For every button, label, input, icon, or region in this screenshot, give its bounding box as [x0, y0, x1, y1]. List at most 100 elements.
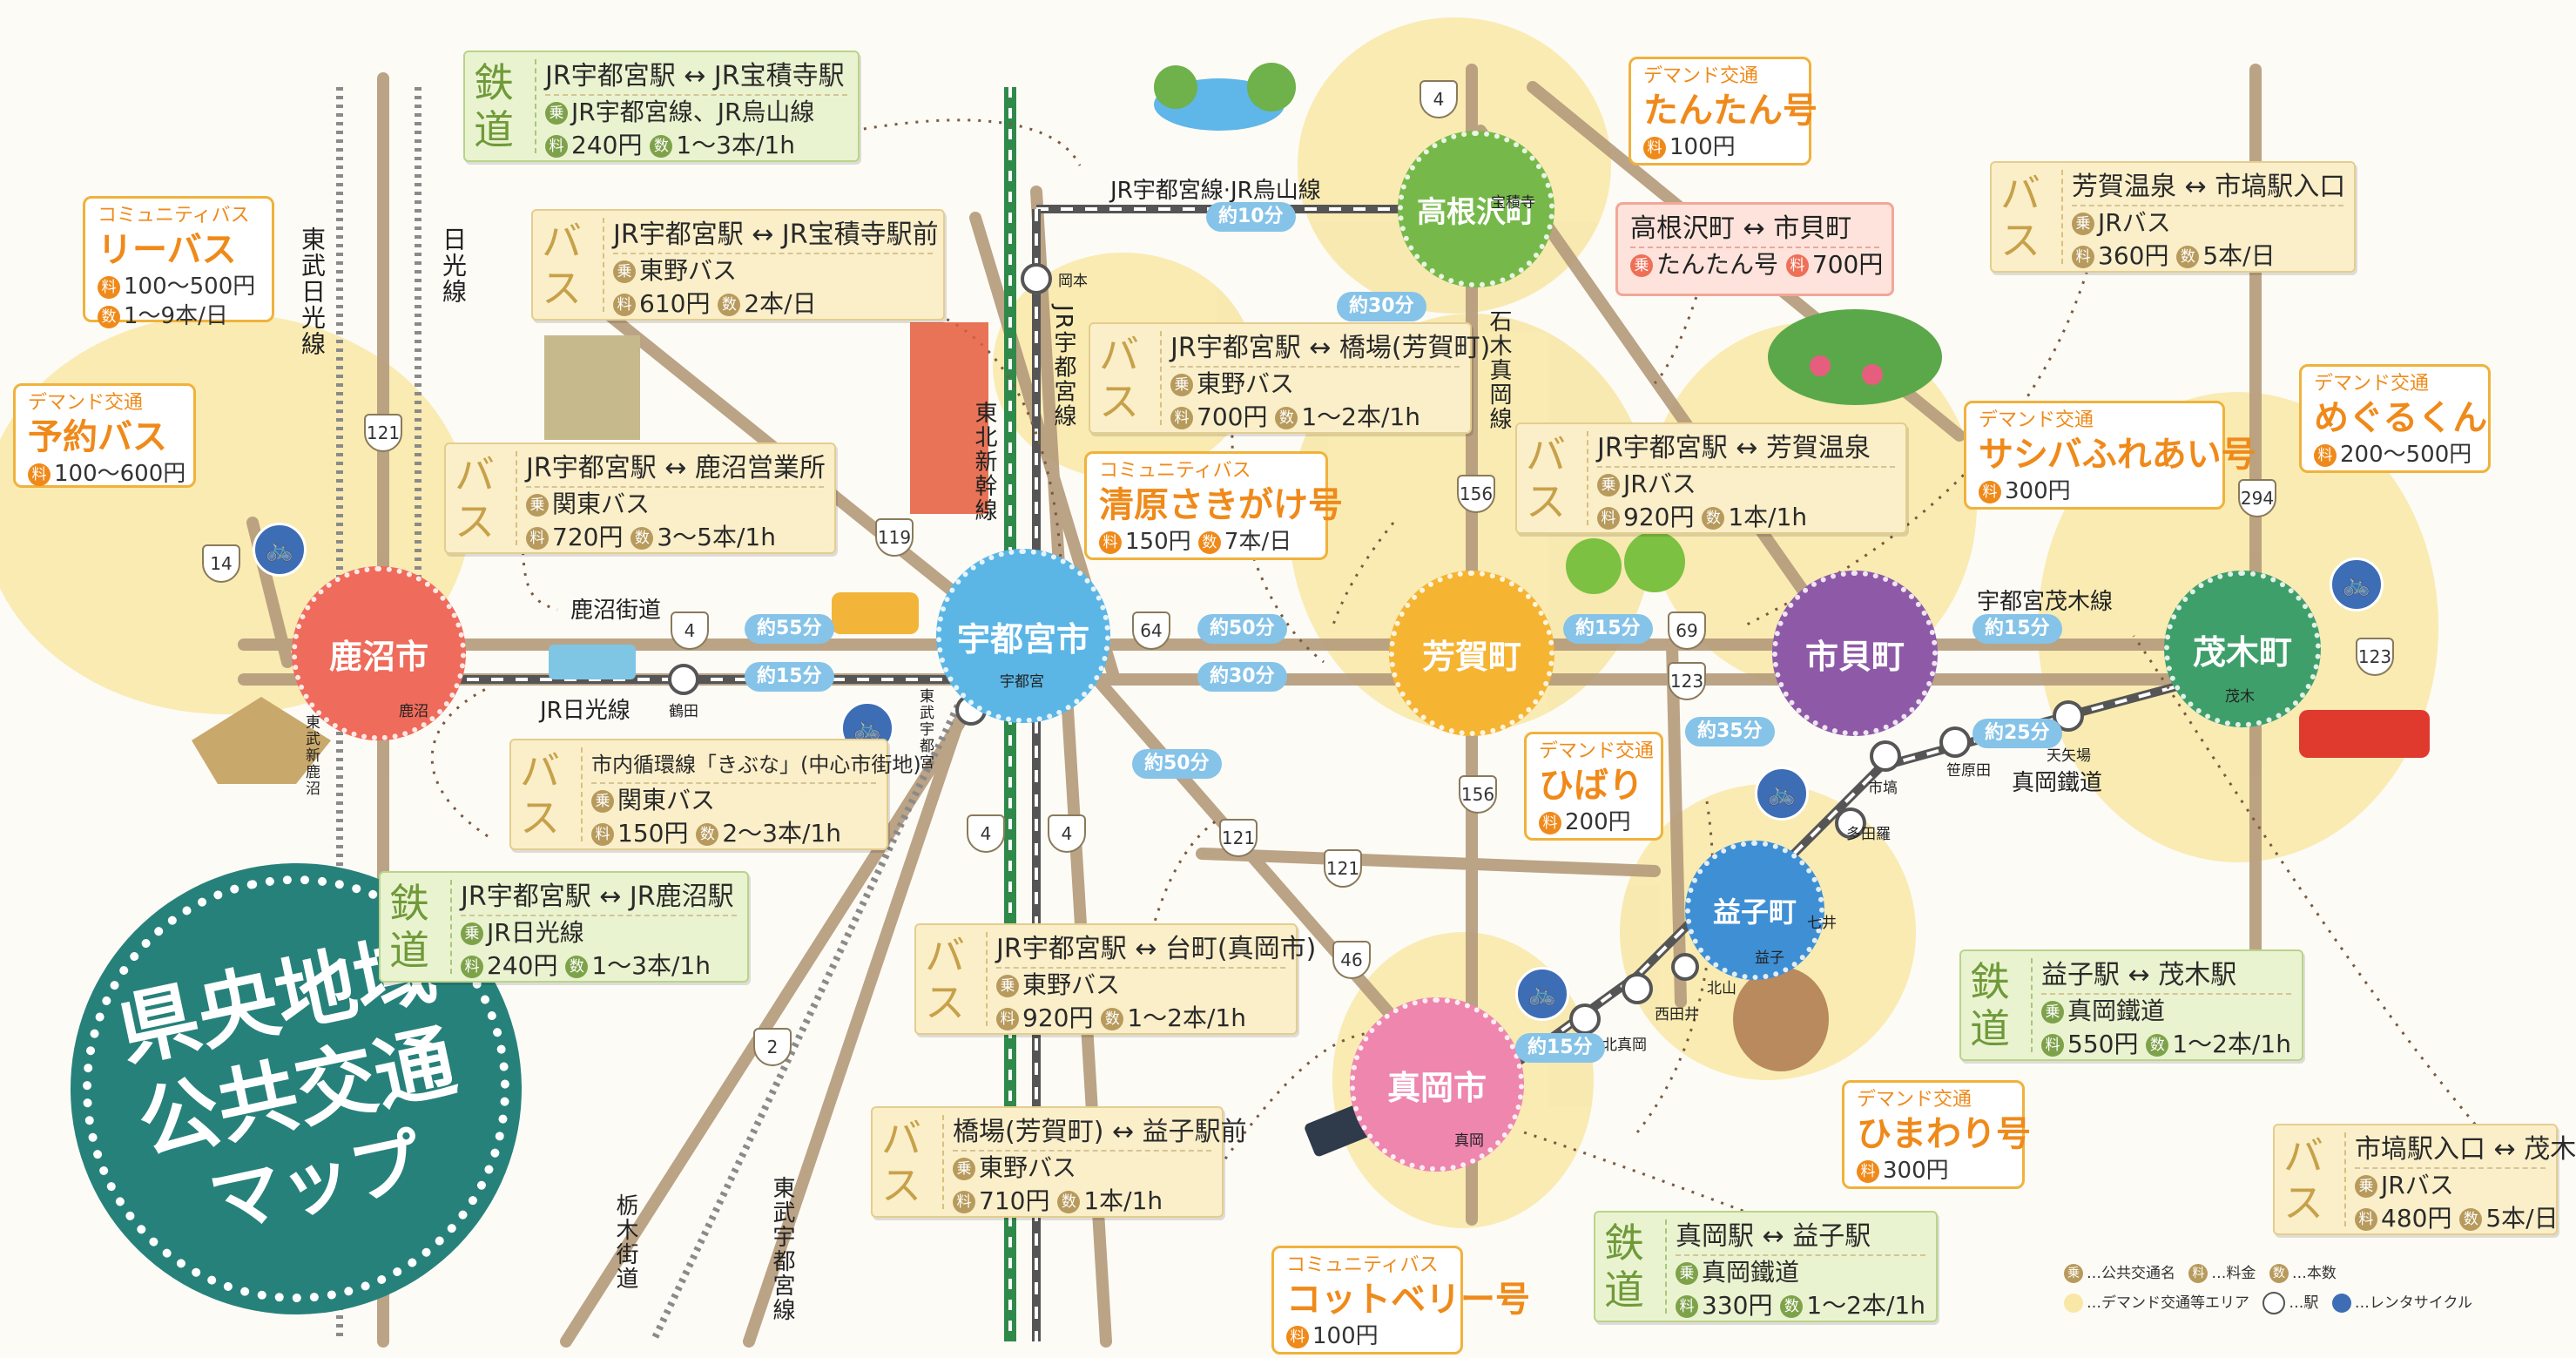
station-label-mashiko: 益子: [1755, 949, 1784, 967]
demand-name: ひまわり号: [1857, 1114, 2031, 1154]
card-line: JRバス: [2381, 1171, 2454, 1199]
hub-utsunomiya[interactable]: 宇都宮市: [936, 549, 1110, 723]
pottery-icon: [1733, 967, 1829, 1071]
card-kind: バス: [542, 218, 604, 312]
card-route: JR宇都宮駅 ↔ 台町(真岡市): [996, 932, 1316, 969]
card-fare: 920円: [1623, 503, 1695, 531]
hub-moka[interactable]: 真岡市: [1350, 997, 1524, 1172]
fare-icon: 料: [2355, 1208, 2377, 1231]
route-number: 4: [671, 611, 709, 650]
card-kind: 鉄道: [474, 59, 536, 153]
card-freq: 1〜2本/1h: [1301, 402, 1420, 431]
demand-name: ひばり: [1539, 766, 1643, 806]
card-freq: 1本/1h: [1728, 503, 1808, 531]
demand-tag: デマンド交通: [28, 392, 144, 414]
route-number: 294: [2238, 479, 2276, 517]
fare-icon: 料: [953, 1191, 975, 1213]
card-route: JR宇都宮駅 ↔ 橋場(芳賀町): [1170, 331, 1490, 368]
demand-name: たんたん号: [1643, 91, 1817, 131]
demand-name: リーバス: [98, 230, 237, 270]
time-badge: 約15分: [745, 662, 834, 692]
station-label-ichihana: 市塙: [1868, 780, 1898, 797]
card-freq: 1〜3本/1h: [591, 951, 711, 980]
hub-ichikai[interactable]: 市貝町: [1772, 571, 1938, 736]
operator-icon: 乗: [1597, 474, 1620, 497]
card-fare: 700円: [1197, 402, 1268, 431]
hub-motegi[interactable]: 茂木町: [2164, 571, 2321, 727]
card-route: 真岡駅 ↔ 益子駅: [1676, 1219, 1925, 1256]
demand-price: 100〜500円: [124, 274, 256, 300]
freq-icon: 数: [696, 823, 719, 846]
card-route: JR宇都宮駅 ↔ JR宝積寺駅: [545, 59, 847, 96]
freq-icon: 数: [631, 527, 654, 550]
fare-icon: 料: [613, 294, 636, 316]
card-line: 関東バス: [617, 786, 716, 814]
fare-icon: 料: [1286, 1325, 1309, 1348]
fare-icon: 料: [2188, 1264, 2208, 1283]
demand-freq: 7本/日: [1224, 529, 1292, 555]
freq-icon: 数: [2146, 1034, 2169, 1057]
line-jr-utsunomiya: JR宇都宮線: [1050, 305, 1076, 429]
card-kind: バス: [925, 932, 988, 1026]
demand-tag: コミュニティバス: [98, 205, 250, 226]
route-number: 4: [1048, 814, 1086, 853]
freq-icon: 数: [565, 956, 589, 978]
route-number: 4: [967, 814, 1005, 853]
card-line: JR日光線: [487, 918, 584, 947]
station-label-utsunomiya: 宇都宮: [1000, 673, 1044, 691]
fare-icon: 料: [1099, 530, 1122, 554]
card-line: 東野バス: [639, 256, 738, 285]
card-kind: バス: [2283, 1132, 2346, 1226]
station-kitayama: [1671, 953, 1699, 981]
fare-icon: 料: [1979, 480, 2001, 503]
demand-price: 100〜600円: [54, 461, 186, 487]
station-sasahara: [1939, 726, 1971, 758]
demand-price: 150円: [1125, 529, 1191, 555]
operator-icon: 乗: [1170, 374, 1193, 396]
card-route: 芳賀温泉 ↔ 市塙駅入口: [2072, 170, 2345, 206]
card-freq: 1〜2本/1h: [1806, 1291, 1925, 1320]
station-label-moka: 真岡: [1454, 1132, 1484, 1150]
bicycle-icon: [2331, 1294, 2351, 1313]
line-tohoku-shinkansen: 東北新幹線: [971, 401, 997, 523]
demand-tag: デマンド交通: [1539, 740, 1655, 762]
card-route: 市内循環線「きぶな」(中心市街地): [591, 747, 921, 784]
time-badge: 約10分: [1206, 202, 1296, 232]
hub-kanuma[interactable]: 鹿沼市: [292, 566, 466, 740]
route-number: 121: [364, 414, 402, 452]
hub-haga[interactable]: 芳賀町: [1389, 571, 1554, 736]
card-kind: 鉄道: [389, 880, 452, 974]
demand-name: 清原さきがけ号: [1099, 485, 1343, 525]
card-kind: バス: [2000, 170, 2063, 264]
hub-mashiko[interactable]: 益子町: [1685, 841, 1824, 980]
line-moka-rail: 真岡鐵道: [2012, 770, 2103, 796]
legend-cycle: …レンタサイクル: [2354, 1294, 2472, 1312]
operator-icon: 乗: [461, 922, 483, 945]
fare-icon: 料: [2041, 1034, 2064, 1057]
legend-name: …公共交通名: [2087, 1265, 2175, 1282]
station-swatch: [2262, 1292, 2286, 1314]
demand-tag: デマンド交通: [1857, 1089, 1972, 1111]
hub-takanezawa[interactable]: 高根沢町: [1398, 131, 1554, 287]
card-freq: 3〜5本/1h: [657, 523, 776, 551]
fare-icon: 料: [28, 463, 51, 486]
station-label-kanuma: 鹿沼: [399, 703, 428, 720]
line-nikko: 日光線: [439, 226, 468, 305]
operator-icon: 乗: [613, 260, 636, 283]
freq-icon: 数: [1780, 1295, 1804, 1318]
station-label-nishidai: 西田井: [1655, 1006, 1699, 1024]
card-kind: バス: [1099, 331, 1162, 425]
card-fare: 150円: [617, 819, 689, 848]
station-tsuruta: [668, 664, 699, 695]
card-route: JR宇都宮駅 ↔ 芳賀温泉: [1597, 431, 1895, 468]
card-route: 市塙駅入口 ↔ 茂木: [2355, 1132, 2576, 1169]
station-label-kitamoka: 北真岡: [1602, 1037, 1647, 1054]
demand-name: めぐるくん: [2314, 398, 2488, 438]
bicycle-icon: 🚲: [2330, 557, 2384, 611]
race-car-icon: [2299, 710, 2430, 758]
